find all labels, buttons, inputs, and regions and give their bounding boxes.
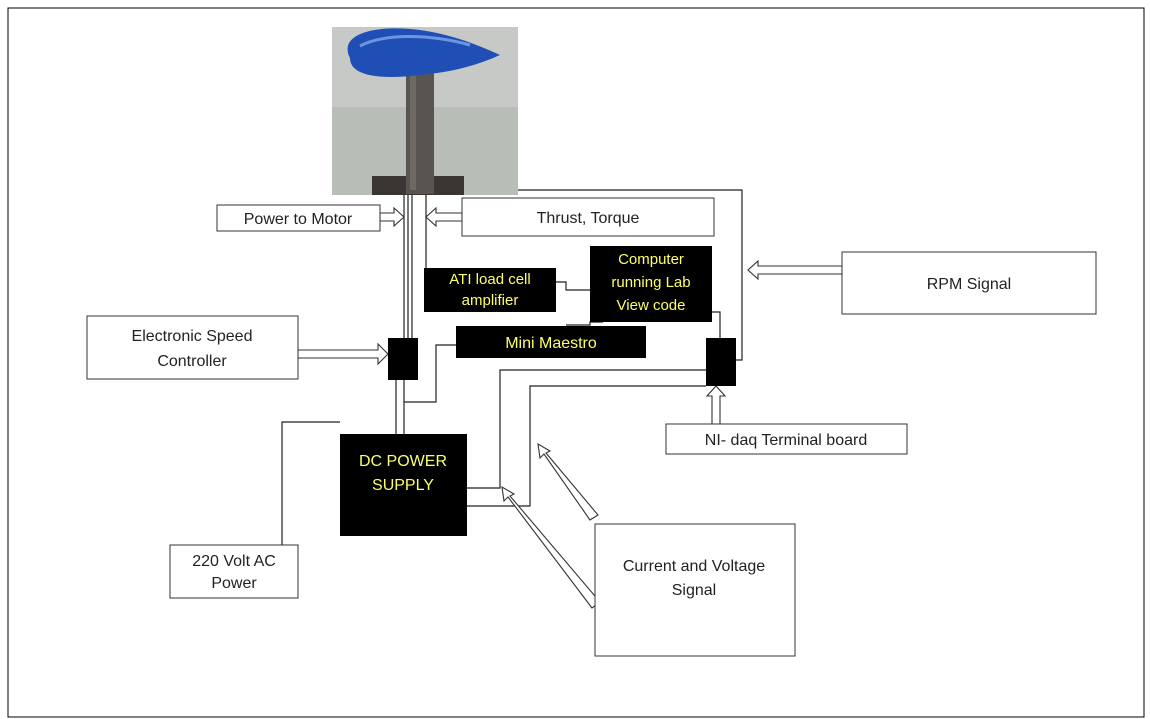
rpm-signal-label: RPM Signal	[927, 276, 1011, 293]
box-computer: Computer running Lab View code	[590, 246, 712, 322]
box-ac-power: 220 Volt AC Power	[169, 544, 299, 599]
figure-frame	[7, 7, 1145, 718]
box-power-to-motor: Power to Motor	[216, 204, 381, 232]
box-esc: Electronic Speed Controller	[86, 315, 299, 380]
mini-maestro-label: Mini Maestro	[505, 335, 597, 352]
box-rpm-signal: RPM Signal	[841, 251, 1097, 315]
thrust-torque-label: Thrust, Torque	[537, 210, 640, 227]
box-thrust-torque: Thrust, Torque	[461, 197, 715, 237]
box-ati-amplifier: ATI load cell amplifier	[424, 268, 556, 312]
dc-power-label-line1: DC POWER	[359, 453, 447, 470]
current-voltage-label-line2: Signal	[672, 582, 716, 599]
arrow-nidaq	[705, 385, 727, 425]
arrow-rpm	[747, 259, 843, 281]
esc-connector-block	[388, 338, 418, 380]
ac-power-label-line1: 220 Volt AC	[192, 553, 276, 570]
arrow-power-to-motor	[379, 206, 405, 228]
ati-label-line2: amplifier	[462, 292, 519, 309]
esc-label-line2: Controller	[157, 353, 227, 370]
ac-power-label-line2: Power	[211, 575, 257, 592]
box-mini-maestro: Mini Maestro	[456, 326, 646, 358]
connector-lines	[281, 189, 743, 545]
nidaq-label: NI- daq Terminal board	[705, 432, 867, 449]
computer-label-line3: View code	[617, 297, 686, 314]
box-dc-power-supply: DC POWER SUPPLY	[340, 434, 467, 536]
ati-label-line1: ATI load cell	[449, 271, 530, 288]
motor-stand-photo	[332, 27, 518, 195]
hollow-arrows	[297, 206, 843, 609]
current-voltage-label-line1: Current and Voltage	[623, 558, 765, 575]
nidaq-connector-block	[706, 338, 736, 386]
arrow-thrust-torque	[425, 206, 463, 228]
arrow-current-lower	[501, 485, 601, 609]
dc-power-label-line2: SUPPLY	[372, 477, 434, 494]
box-current-voltage: Current and Voltage Signal	[594, 523, 796, 657]
arrow-esc	[297, 342, 389, 366]
arrow-current-upper	[537, 442, 599, 521]
computer-label-line1: Computer	[618, 251, 684, 268]
box-nidaq: NI- daq Terminal board	[665, 423, 908, 455]
power-to-motor-label: Power to Motor	[244, 211, 353, 228]
computer-label-line2: running Lab	[611, 274, 690, 291]
esc-label-line1: Electronic Speed	[132, 328, 253, 345]
